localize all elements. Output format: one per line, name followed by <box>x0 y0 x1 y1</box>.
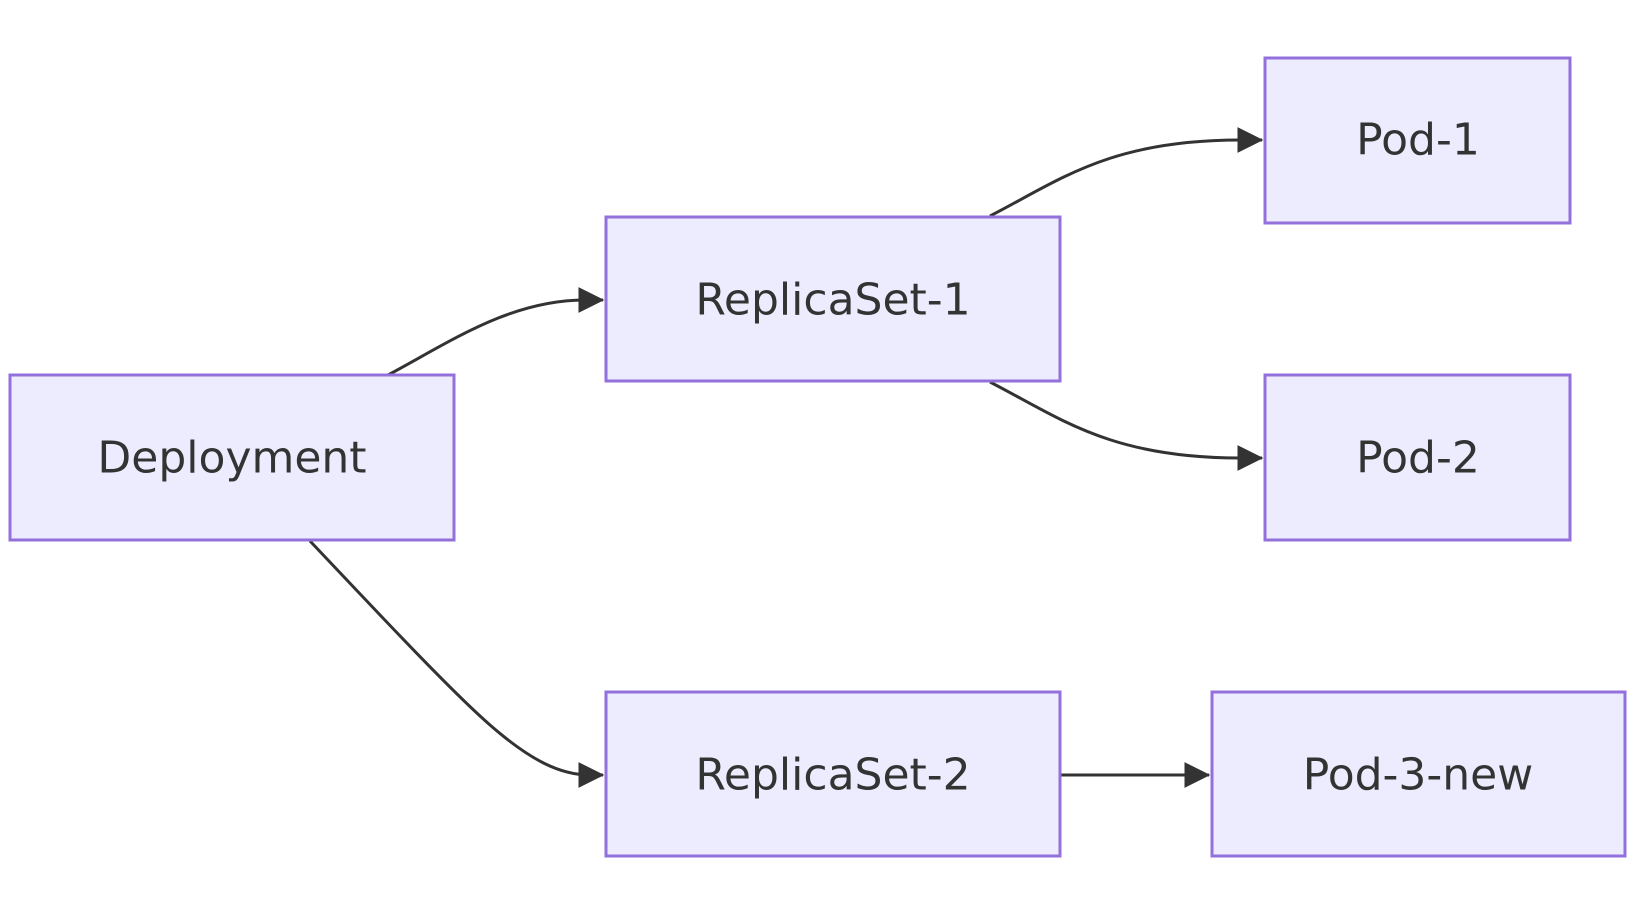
node-deployment[interactable]: Deployment <box>8 373 456 542</box>
node-pod-2[interactable]: Pod-2 <box>1263 373 1572 542</box>
node-pod-1-label: Pod-1 <box>1356 115 1480 166</box>
node-deployment-label: Deployment <box>97 433 366 484</box>
node-replicaset-2-label: ReplicaSet-2 <box>695 750 970 801</box>
edge-deployment-to-replicaset1 <box>387 287 605 377</box>
node-replicaset-1[interactable]: ReplicaSet-1 <box>604 215 1062 383</box>
edges <box>308 127 1264 788</box>
node-pod-1[interactable]: Pod-1 <box>1263 56 1572 225</box>
node-pod-3-new-label: Pod-3-new <box>1303 750 1534 801</box>
edge-replicaset1-to-pod1 <box>989 127 1264 218</box>
node-replicaset-2[interactable]: ReplicaSet-2 <box>604 690 1062 858</box>
edge-replicaset1-to-pod2 <box>989 380 1264 471</box>
node-pod-2-label: Pod-2 <box>1356 433 1480 484</box>
node-replicaset-1-label: ReplicaSet-1 <box>695 275 970 326</box>
edge-deployment-to-replicaset2 <box>308 539 605 788</box>
node-pod-3-new[interactable]: Pod-3-new <box>1210 690 1627 858</box>
